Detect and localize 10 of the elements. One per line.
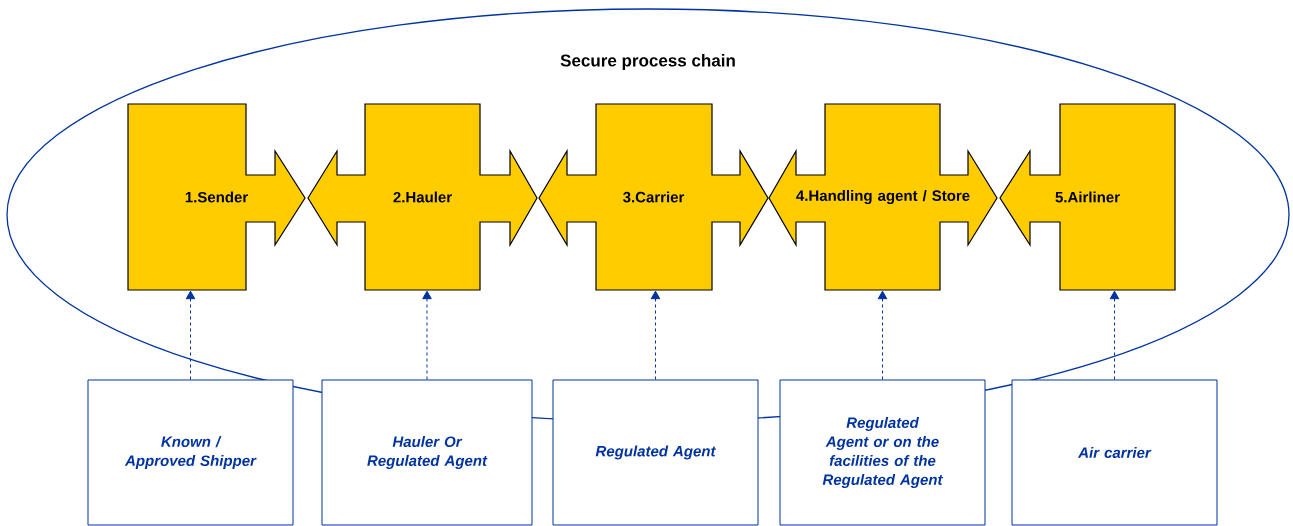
dashed-arrow bbox=[1109, 290, 1120, 380]
dashed-arrow bbox=[185, 290, 196, 380]
role-box: Known / Approved Shipper bbox=[87, 379, 294, 526]
dashed-arrow bbox=[877, 290, 888, 380]
role-box: Regulated Agent or on the facilities of the Regulated Agent bbox=[779, 379, 986, 526]
dashed-arrow bbox=[650, 290, 661, 380]
role-box: Air carrier bbox=[1011, 379, 1218, 526]
dashed-arrow bbox=[422, 290, 432, 380]
role-box: Regulated Agent bbox=[552, 379, 759, 526]
role-box: Hauler Or Regulated Agent bbox=[321, 379, 533, 526]
